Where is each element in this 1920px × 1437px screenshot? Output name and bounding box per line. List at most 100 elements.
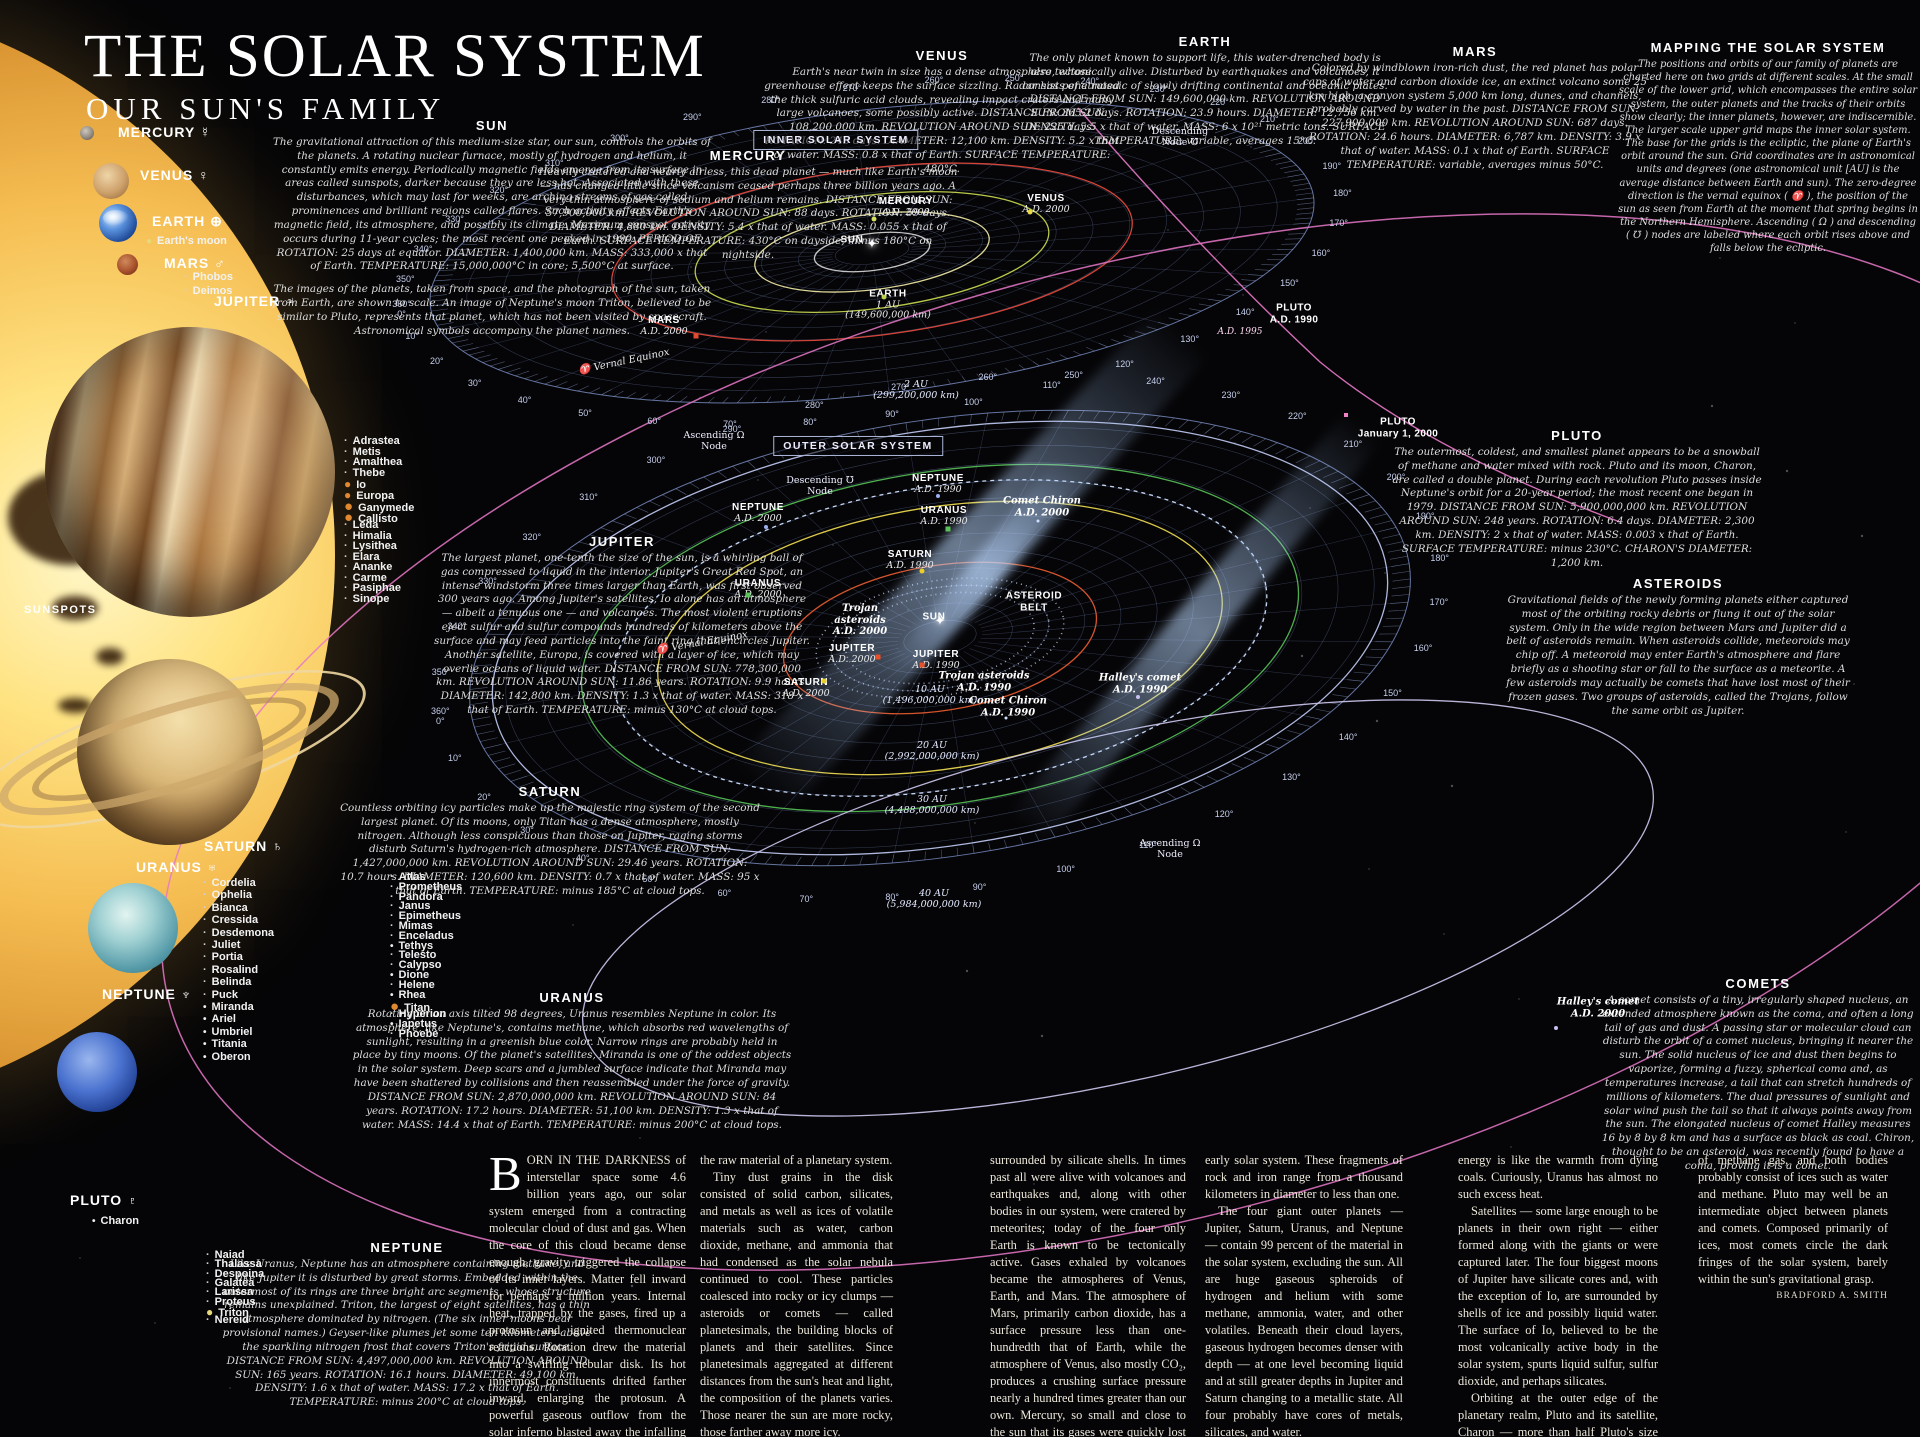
degree-label: 360° 0° <box>431 706 450 727</box>
position-marker-icon <box>919 662 925 668</box>
sunspot <box>58 698 92 713</box>
article-paragraph: Satellites — some large enough to be pla… <box>1458 1203 1658 1388</box>
moon-name: Dione <box>398 969 430 981</box>
moon-marker-icon: · <box>344 592 348 605</box>
degree-label: 140° <box>1338 731 1358 742</box>
degree-label: 60° <box>717 887 732 898</box>
degree-label: 220° <box>1288 410 1307 421</box>
degree-label: 210° <box>1260 114 1279 125</box>
position-marker-icon <box>945 526 951 532</box>
diagram-label: Comet Chiron A.D. 1990 <box>969 695 1047 719</box>
moon-marker-icon: · <box>344 571 348 584</box>
moon-marker-icon: ● <box>390 998 400 1016</box>
poster-title-block: THE SOLAR SYSTEM OUR SUN'S FAMILY <box>84 26 706 124</box>
degree-label: 90° <box>972 881 987 892</box>
moon-item: ·Portia <box>203 952 243 963</box>
degree-label: 150° <box>1383 688 1402 699</box>
moon-name: Metis <box>352 445 381 458</box>
moon-name: Thebe <box>352 466 386 479</box>
moon-item: ·Lysithea <box>344 541 397 552</box>
moon-marker-icon: · <box>390 880 394 893</box>
moon-name: Galatea <box>214 1276 255 1289</box>
moon-name: Juliet <box>211 939 241 951</box>
position-marker-icon <box>875 654 881 660</box>
mapping-text-block: MAPPING THE SOLAR SYSTEM The positions a… <box>1618 40 1918 256</box>
degree-label: 40° <box>575 853 590 864</box>
position-marker-icon <box>871 216 877 222</box>
block-body: Heavily cratered and nearly airless, thi… <box>538 166 958 261</box>
degree-label: 230° <box>1149 83 1169 94</box>
diagram-label: Ascending Ω Node <box>683 430 745 452</box>
diagram-label: 10 AU (1,496,000,000 km) <box>882 684 978 706</box>
diagram-label: Ascending Ω Node <box>1139 838 1201 860</box>
moon-name: Amalthea <box>352 456 403 468</box>
moon-marker-icon: · <box>203 914 207 927</box>
moon-item: •Charon <box>92 1216 139 1227</box>
moon-name: Nereid <box>214 1314 249 1327</box>
jupiter-text-block: JUPITER The largest planet, one-tenth th… <box>432 534 812 718</box>
moon-name: Charon <box>100 1215 140 1227</box>
moon-marker-icon: ● <box>344 508 354 526</box>
degree-label: 130° <box>1180 334 1200 345</box>
moon-name: Europa <box>356 489 395 502</box>
drop-cap: B <box>489 1146 522 1201</box>
position-marker-icon <box>1344 413 1348 417</box>
position-marker-icon <box>919 568 925 574</box>
moon-name: Naiad <box>214 1249 245 1261</box>
degree-label: 80° <box>885 891 899 902</box>
diagram-label: Descending Node ℧ <box>1151 126 1209 148</box>
planet-key-neptune: NEPTUNE ♆ <box>102 986 193 1002</box>
moon-name: Earth's moon <box>157 235 227 247</box>
moon-name: Elara <box>352 550 380 563</box>
diagram-label: SUN <box>922 611 946 623</box>
degree-label: 170° <box>1329 217 1349 228</box>
degree-label: 350° <box>431 666 451 677</box>
position-marker-icon <box>1036 519 1040 523</box>
moon-item: ●Io <box>344 478 366 491</box>
moon-name: Cressida <box>211 914 259 927</box>
moon-name: Pasiphae <box>352 582 401 594</box>
block-heading: SATURN <box>518 784 582 799</box>
diagram-label: Trojan asteroids A.D. 2000 <box>832 602 888 637</box>
diagram-label: 30 AU (4,488,000,000 km) <box>884 794 980 816</box>
degree-label: 10° <box>405 331 420 342</box>
moon-name: Enceladus <box>398 929 454 942</box>
moon-marker-icon: · <box>203 901 207 914</box>
moon-name: Rosalind <box>211 963 259 976</box>
moon-name: Larissa <box>214 1286 254 1299</box>
degree-label: 360° 0° <box>392 298 411 319</box>
moon-marker-icon: • <box>390 970 394 981</box>
moon-item: ·Cordelia <box>203 878 256 889</box>
diagram-label: Halley's comet A.D. 2000 <box>1556 996 1640 1020</box>
moon-item: •Tethys <box>390 940 433 952</box>
mercury-text-block: MERCURY Heavily cratered and nearly airl… <box>538 148 958 263</box>
neptune-text-block: NEPTUNE Like Uranus, Neptune has an atmo… <box>222 1240 592 1410</box>
moon-marker-icon: · <box>203 877 207 889</box>
moon-item: ·Puck <box>203 989 238 1001</box>
earth-photo <box>99 204 137 242</box>
moon-marker-icon: · <box>344 435 348 447</box>
diagram-label: PLUTO A.D. 1990 <box>1269 302 1319 326</box>
degree-label: 50° <box>642 874 656 885</box>
comets-text-block: COMETS A comet consists of a tiny, irreg… <box>1600 976 1916 1174</box>
sunspot <box>52 596 98 620</box>
degree-label: 30° <box>467 377 482 388</box>
moon-marker-icon: · <box>344 529 348 542</box>
moon-item: ●Triton <box>206 1306 249 1319</box>
degree-label: 200° <box>1386 472 1406 483</box>
planet-key-mars: MARS ♂ <box>164 255 226 271</box>
degree-label: 120° <box>1115 358 1134 369</box>
degree-label: 50° <box>578 408 592 419</box>
position-marker-icon <box>936 494 940 498</box>
degree-label: 340° <box>447 620 467 631</box>
moon-marker-icon: · <box>344 519 348 531</box>
degree-label: 100° <box>1056 864 1076 875</box>
uranus-text-block: URANUS Rotating on an axis tilted 98 deg… <box>352 990 792 1132</box>
moon-marker-icon: · <box>203 926 207 939</box>
